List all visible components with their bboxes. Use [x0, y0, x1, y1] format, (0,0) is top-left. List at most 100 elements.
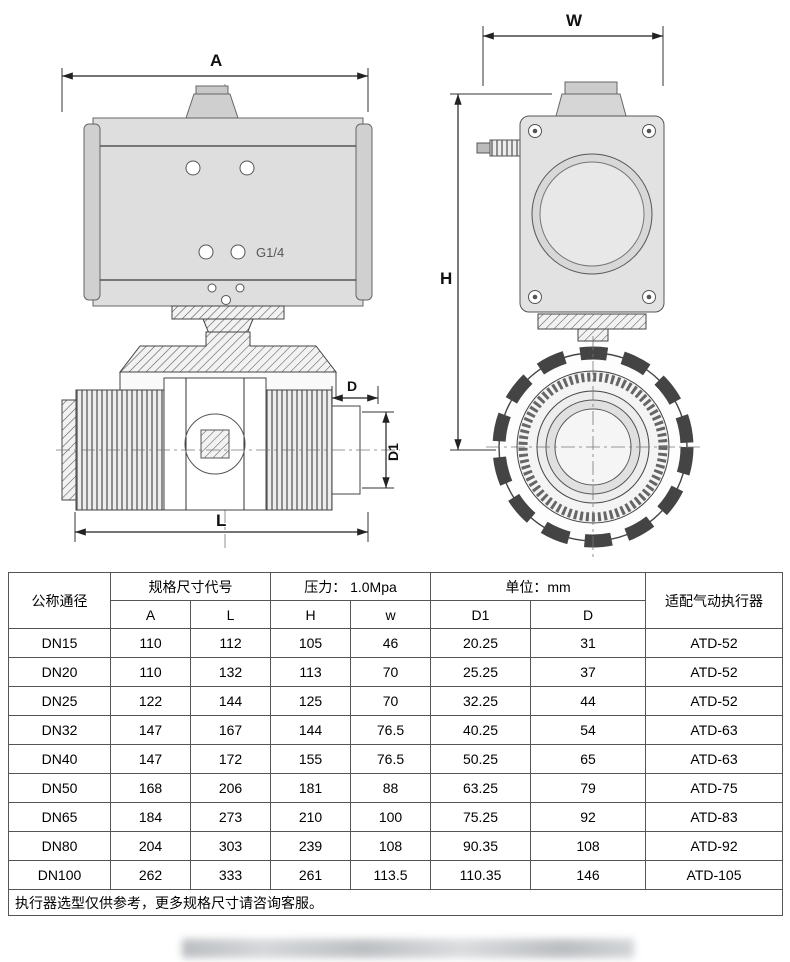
header-actuator: 适配气动执行器	[645, 572, 784, 629]
dim-label-w: W	[566, 11, 583, 30]
table-note-row: 执行器选型仅供参考，更多规格尺寸请咨询客服。	[7, 889, 784, 916]
cell-h: 113	[270, 657, 351, 687]
cell-a: 110	[110, 657, 191, 687]
cell-l: 206	[190, 773, 271, 803]
valve-drawing-svg: A G1/4	[56, 11, 700, 558]
cell-a: 147	[110, 715, 191, 745]
cell-d: 92	[529, 802, 647, 832]
cell-dn: DN25	[8, 686, 111, 716]
cell-d1: 20.25	[430, 628, 531, 658]
cell-dn: DN80	[8, 831, 111, 861]
cell-h: 181	[270, 773, 351, 803]
table-row: DN50 168 206 181 88 63.25 79 ATD-75	[8, 773, 784, 803]
table-row: DN20 110 132 113 70 25.25 37 ATD-52	[8, 657, 784, 687]
header-dim-l: L	[190, 600, 271, 629]
table-row: DN32 147 167 144 76.5 40.25 54 ATD-63	[8, 715, 784, 745]
cell-l: 273	[190, 802, 271, 832]
cell-dn: DN65	[8, 802, 111, 832]
cell-dn: DN32	[8, 715, 111, 745]
cell-w: 108	[350, 831, 431, 861]
cell-w: 100	[350, 802, 431, 832]
cell-l: 333	[190, 860, 271, 890]
cell-l: 132	[190, 657, 271, 687]
header-dim-d: D	[529, 600, 647, 629]
cell-d1: 110.35	[430, 860, 531, 890]
actuator-hole-icon	[185, 160, 201, 176]
cell-actuator: ATD-52	[645, 686, 784, 716]
dimension-L: L	[74, 511, 369, 542]
header-unit: 单位：mm	[429, 572, 647, 601]
cell-actuator: ATD-75	[645, 773, 784, 803]
blurred-watermark	[182, 939, 634, 958]
cell-a: 122	[110, 686, 191, 716]
cell-d: 44	[529, 686, 647, 716]
note-text: 执行器选型仅供参考，更多规格尺寸请咨询客服。	[7, 889, 784, 916]
cell-actuator: ATD-52	[645, 657, 784, 687]
cell-h: 239	[270, 831, 351, 861]
cell-h: 155	[270, 744, 351, 774]
cell-l: 303	[190, 831, 271, 861]
cell-dn: DN15	[8, 628, 111, 658]
cell-actuator: ATD-105	[645, 860, 784, 890]
dimension-H: H	[440, 93, 552, 451]
air-port-icon	[230, 244, 246, 260]
cell-d1: 90.35	[430, 831, 531, 861]
port-size-label: G1/4	[256, 245, 284, 260]
cell-actuator: ATD-92	[645, 831, 784, 861]
cell-d: 146	[529, 860, 647, 890]
spec-table: 公称通径 规格尺寸代号 压力： 1.0Mpa 单位：mm 适配气动执行器 A L…	[7, 572, 784, 916]
header-nominal-diameter: 公称通径	[8, 572, 111, 629]
cell-h: 105	[270, 628, 351, 658]
table-row: DN65 184 273 210 100 75.25 92 ATD-83	[8, 802, 784, 832]
cell-d: 65	[529, 744, 647, 774]
cell-dn: DN40	[8, 744, 111, 774]
dimension-D: D	[331, 378, 379, 404]
cell-actuator: ATD-52	[645, 628, 784, 658]
cell-w: 76.5	[350, 744, 431, 774]
cell-d: 31	[529, 628, 647, 658]
header-pressure: 压力： 1.0Mpa	[270, 572, 431, 601]
cell-dn: DN100	[8, 860, 111, 890]
dim-label-d1: D1	[385, 443, 401, 461]
cell-a: 168	[110, 773, 191, 803]
table-header-row-1: 公称通径 规格尺寸代号 压力： 1.0Mpa 单位：mm 适配气动执行器	[8, 572, 784, 629]
cell-d1: 25.25	[430, 657, 531, 687]
technical-drawing: A G1/4	[56, 11, 700, 558]
cell-w: 70	[350, 657, 431, 687]
valve-side	[486, 336, 700, 558]
header-dim-a: A	[110, 600, 191, 629]
cell-actuator: ATD-63	[645, 744, 784, 774]
air-port-icon	[198, 244, 214, 260]
actuator-front: G1/4	[83, 85, 373, 307]
cell-h: 144	[270, 715, 351, 745]
cell-w: 88	[350, 773, 431, 803]
valve-front	[56, 331, 400, 511]
table-row: DN40 147 172 155 76.5 50.25 65 ATD-63	[8, 744, 784, 774]
cell-w: 70	[350, 686, 431, 716]
cell-a: 147	[110, 744, 191, 774]
header-dim-w: w	[350, 600, 431, 629]
cell-a: 262	[110, 860, 191, 890]
front-view: A G1/4	[56, 51, 401, 548]
spec-table-body: DN15 110 112 105 46 20.25 31 ATD-52 DN20…	[8, 628, 784, 890]
cell-dn: DN20	[8, 657, 111, 687]
dimension-D1: D1	[362, 411, 401, 489]
cell-d: 37	[529, 657, 647, 687]
cell-h: 261	[270, 860, 351, 890]
cell-l: 144	[190, 686, 271, 716]
side-view: W H	[440, 11, 700, 558]
cell-d1: 32.25	[430, 686, 531, 716]
dimension-W: W	[482, 11, 664, 86]
actuator-hole-icon	[239, 160, 255, 176]
bracket-side	[537, 313, 647, 342]
cell-l: 112	[190, 628, 271, 658]
cell-l: 167	[190, 715, 271, 745]
cell-a: 184	[110, 802, 191, 832]
cell-d1: 40.25	[430, 715, 531, 745]
dim-label-h: H	[440, 269, 452, 288]
dim-label-a: A	[210, 51, 222, 70]
cell-d1: 75.25	[430, 802, 531, 832]
cell-h: 210	[270, 802, 351, 832]
cell-d: 108	[529, 831, 647, 861]
table-row: DN15 110 112 105 46 20.25 31 ATD-52	[8, 628, 784, 658]
